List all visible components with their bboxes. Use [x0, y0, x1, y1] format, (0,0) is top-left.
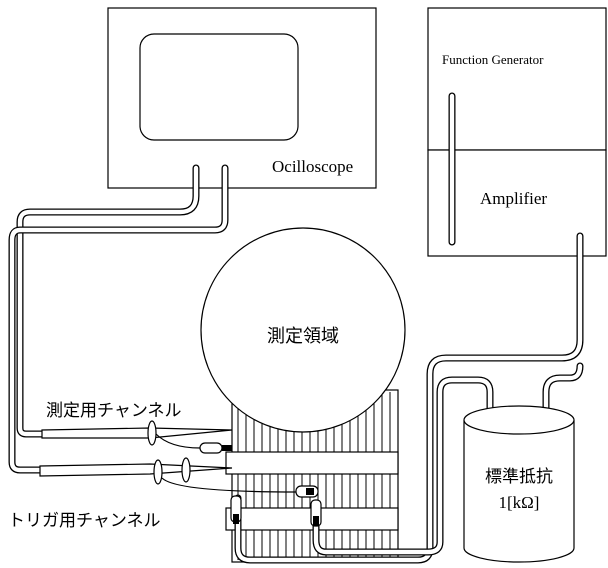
trigger-probe — [39, 457, 319, 498]
measurement-area: 測定領域 — [200, 227, 406, 433]
measurement-channel-label: 測定用チャンネル — [46, 401, 182, 421]
measurement-area-label: 測定領域 — [267, 326, 339, 347]
oscilloscope: Ocilloscope — [107, 7, 377, 189]
amplifier: Amplifier — [427, 149, 607, 257]
amplifier-output-cable — [234, 232, 584, 564]
scope-cable-measurement — [16, 164, 200, 438]
standard-resistor: 標準抵抗 1[kΩ] — [463, 405, 575, 563]
function-generator-label: Function Generator — [442, 52, 544, 67]
board-probe-left — [230, 495, 242, 524]
function-generator-body — [427, 7, 607, 151]
resistor-amp-cable — [542, 362, 584, 414]
amplifier-label: Amplifier — [480, 189, 547, 208]
function-generator: Function Generator — [427, 7, 607, 151]
board-probe-right — [310, 499, 322, 527]
resistor-board-cable — [312, 376, 494, 556]
trigger-channel-label: トリガ用チャンネル — [8, 511, 161, 531]
standard-resistor-value: 1[kΩ] — [499, 493, 540, 512]
measurement-probe — [41, 420, 233, 454]
oscilloscope-label: Ocilloscope — [272, 157, 353, 176]
oscilloscope-screen — [139, 33, 299, 141]
amplifier-body — [427, 149, 607, 257]
measurement-area-circle — [200, 227, 406, 433]
connector-bar-upper — [225, 451, 399, 475]
scope-cable-trigger — [8, 164, 229, 474]
standard-resistor-name: 標準抵抗 — [485, 467, 553, 487]
